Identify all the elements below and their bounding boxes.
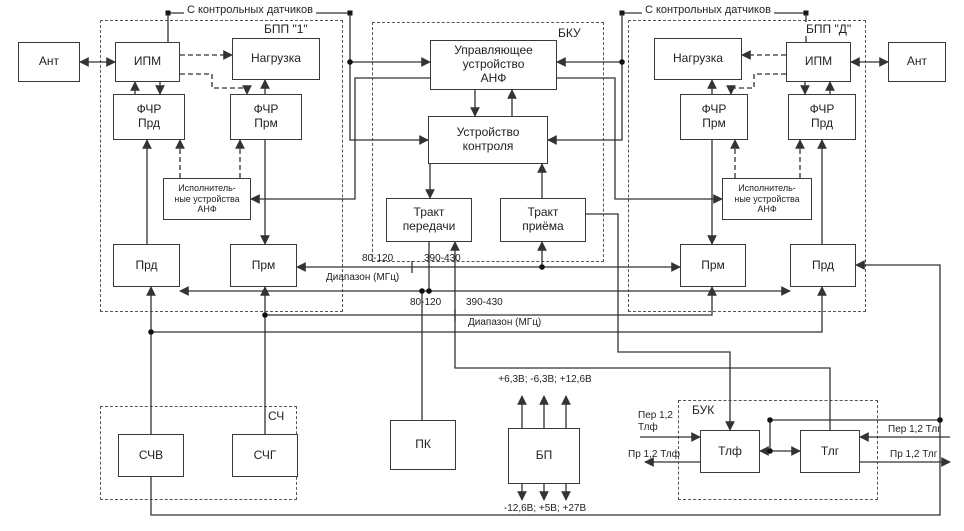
- group-label-bppd: БПП "Д": [804, 22, 854, 36]
- label-range1-caption: Диапазон (МГц): [326, 272, 400, 283]
- block-tlg: Тлг: [800, 430, 860, 473]
- group-buk-border: [678, 400, 878, 500]
- block-ipm-right: ИПМ: [786, 42, 851, 82]
- block-tlf: Тлф: [700, 430, 760, 473]
- block-fchr-prd-left: ФЧР Прд: [113, 94, 185, 140]
- block-fchr-prm-left: ФЧР Прм: [230, 94, 302, 140]
- block-load-right: Нагрузка: [654, 38, 742, 80]
- label-range2-low: 80-120: [410, 297, 442, 308]
- group-label-bku: БКУ: [556, 26, 583, 40]
- block-schg: СЧГ: [232, 434, 298, 477]
- junction-dots: [148, 59, 943, 454]
- block-fchr-prm-right: ФЧР Прм: [680, 94, 748, 140]
- block-exec-anf-left: Исполнитель- ные устройства АНФ: [163, 178, 251, 220]
- label-range1-high: 390-430: [424, 253, 461, 264]
- label-sensors-right: С контрольных датчиков: [642, 4, 774, 18]
- signal-lines: [79, 57, 951, 516]
- label-range2-caption: Диапазон (МГц): [468, 317, 542, 328]
- label-sensors-left: С контрольных датчиков: [184, 4, 316, 18]
- group-label-bpp1: БПП "1": [262, 22, 310, 36]
- block-rx-tract: Тракт приёма: [500, 198, 586, 242]
- block-bp: БП: [508, 428, 580, 484]
- block-antenna-left: Ант: [18, 42, 80, 82]
- label-pr-tlg: Пр 1,2 Тлг: [890, 449, 938, 460]
- group-bpp1-border: [100, 20, 343, 312]
- control-lines-dashed: [155, 50, 810, 178]
- label-range1-low: 80-120: [362, 253, 394, 264]
- block-pk: ПК: [390, 420, 456, 470]
- block-exec-anf-right: Исполнитель- ные устройства АНФ: [722, 178, 812, 220]
- block-load-left: Нагрузка: [232, 38, 320, 80]
- block-schv: СЧВ: [118, 434, 184, 477]
- block-prd-left: Прд: [113, 244, 180, 287]
- label-pr-tlf: Пр 1,2 Тлф: [628, 449, 680, 460]
- label-per-tlf: Пер 1,2 Тлф: [638, 410, 673, 433]
- block-antenna-right: Ант: [888, 42, 946, 82]
- block-control-device: Устройство контроля: [428, 116, 548, 164]
- block-prd-right: Прд: [790, 244, 856, 287]
- label-per-tlg: Пер 1,2 Тлг: [888, 424, 941, 435]
- group-label-sch: СЧ: [266, 409, 287, 423]
- block-fchr-prd-right: ФЧР Прд: [788, 94, 856, 140]
- block-ipm-left: ИПМ: [115, 42, 180, 82]
- group-label-buk: БУК: [690, 403, 717, 417]
- label-bp-top-voltages: +6,3В; -6,3В; +12,6В: [498, 374, 592, 385]
- block-prm-right: Прм: [680, 244, 746, 287]
- block-tx-tract: Тракт передачи: [386, 198, 472, 242]
- block-prm-left: Прм: [230, 244, 297, 287]
- label-bp-bottom-voltages: -12,6В; +5В; +27В: [503, 503, 587, 514]
- label-range2-high: 390-430: [466, 297, 503, 308]
- group-bppd-border: [628, 20, 866, 312]
- block-uu-anf: Управляющее устройство АНФ: [430, 40, 557, 90]
- group-bku-border: [372, 22, 604, 262]
